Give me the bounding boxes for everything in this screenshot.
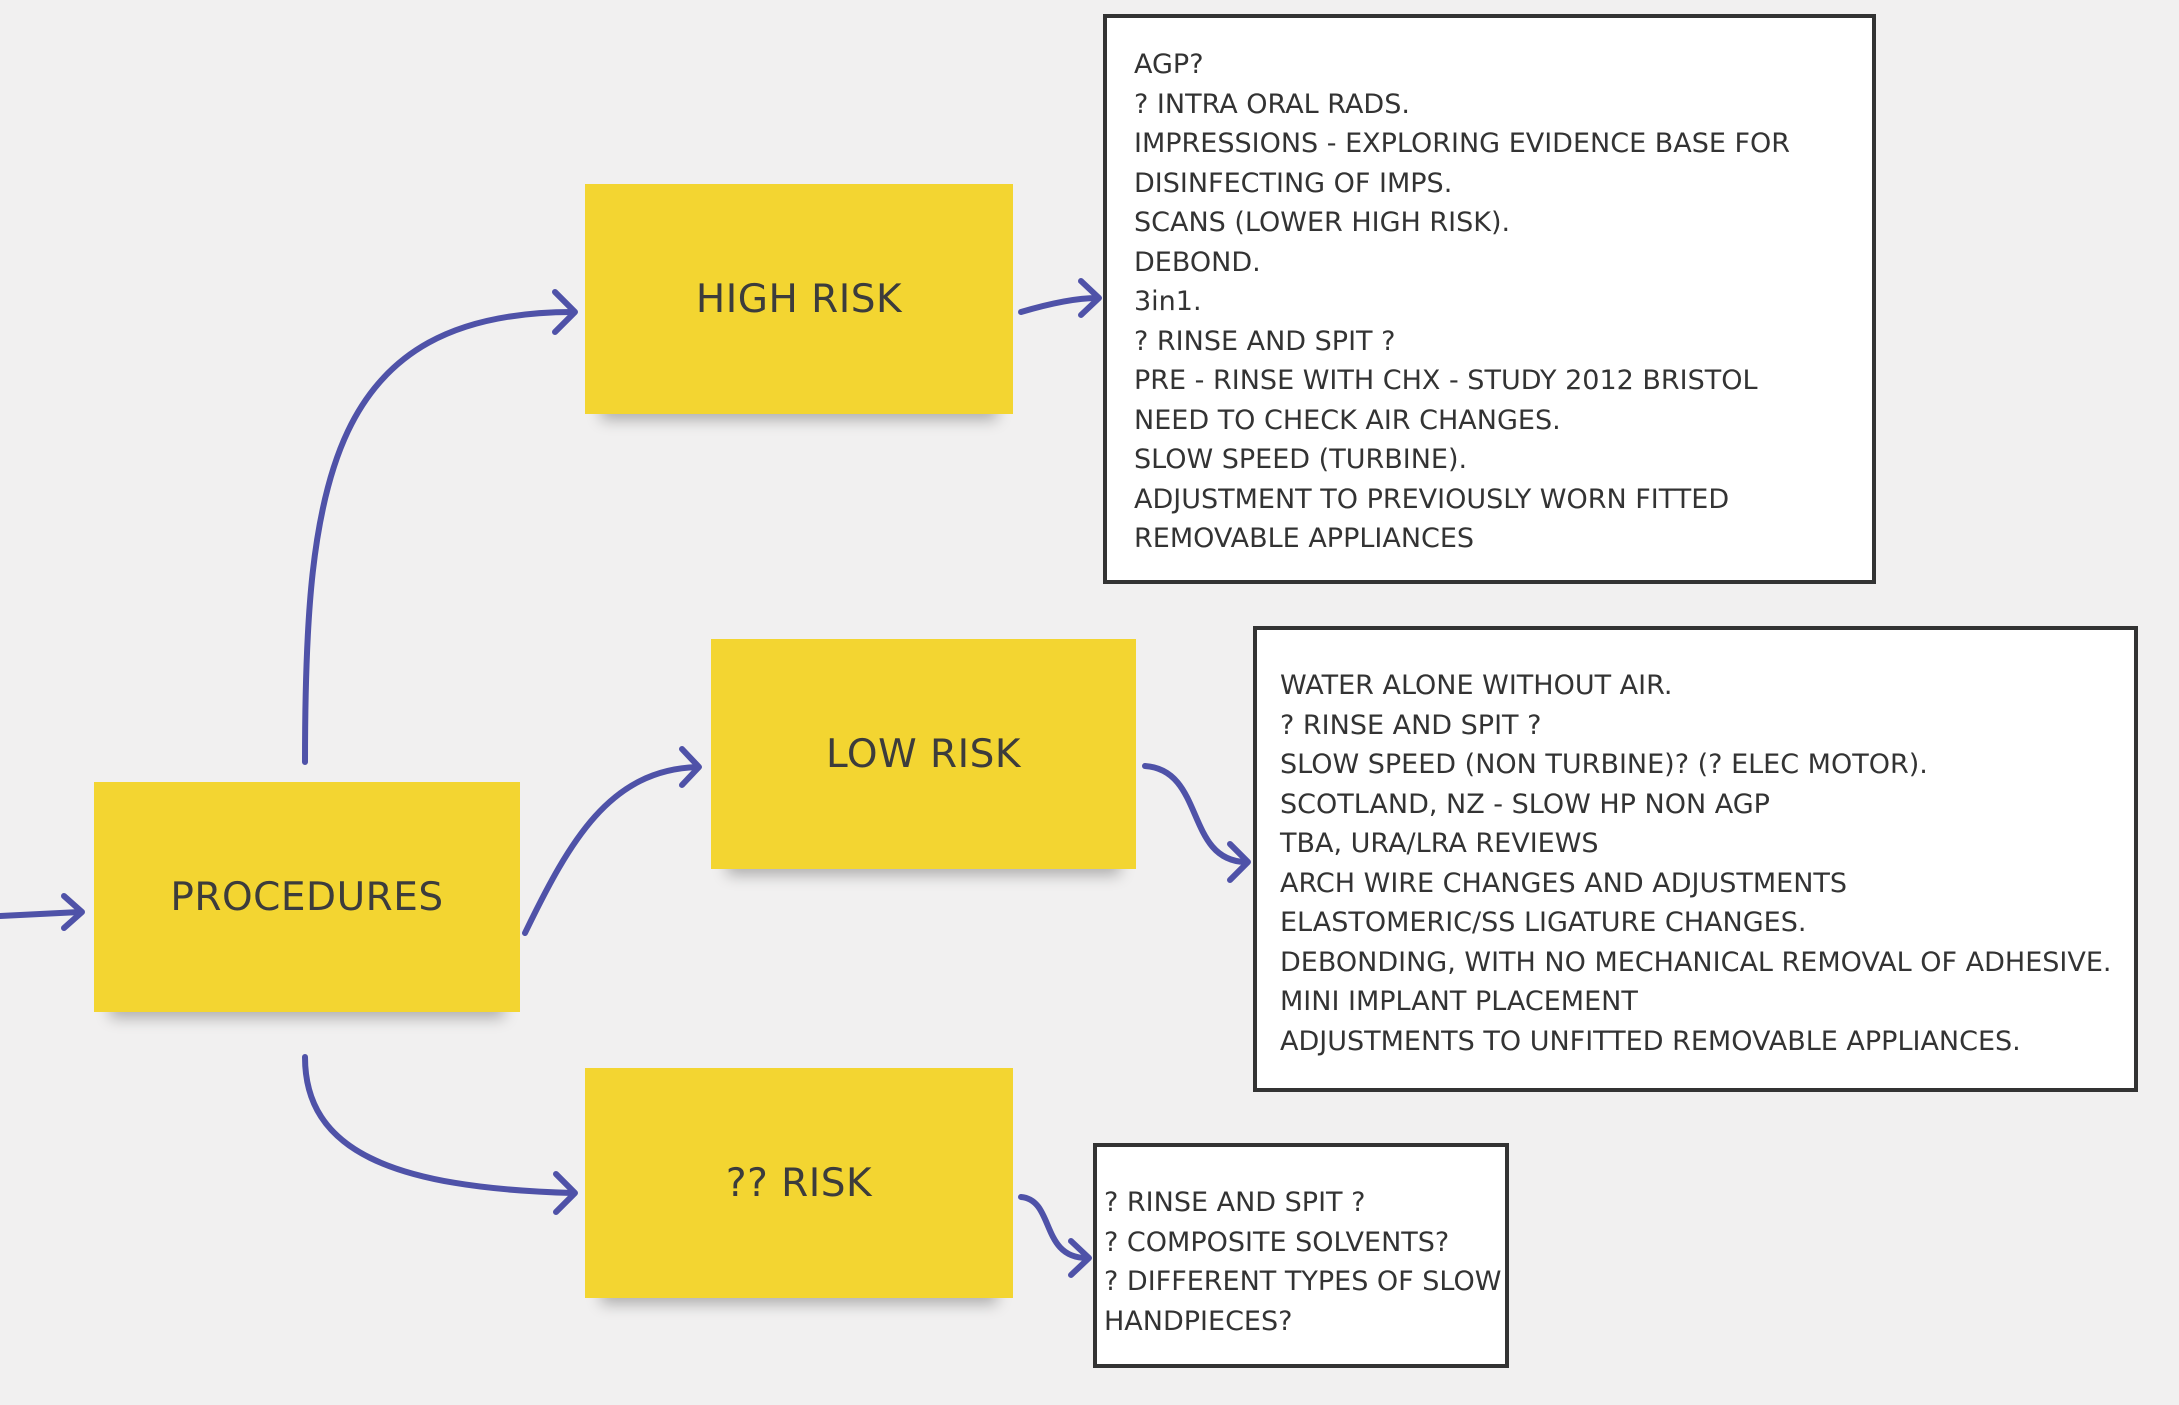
high-risk-label: HIGH RISK	[695, 276, 903, 322]
unknown-risk-notes-box[interactable]: ? RINSE AND SPIT ? ? COMPOSITE SOLVENTS?…	[1093, 1143, 1509, 1368]
note-line: WATER ALONE WITHOUT AIR.	[1280, 670, 1673, 701]
note-line: ? RINSE AND SPIT ?	[1134, 325, 1396, 357]
low-risk-notes-list: WATER ALONE WITHOUT AIR. ? RINSE AND SPI…	[1280, 666, 2134, 1061]
note-line: MINI IMPLANT PLACEMENT	[1280, 986, 1638, 1017]
high-risk-to-notes-arrowhead	[1078, 278, 1102, 318]
high-risk-sticky[interactable]: HIGH RISK	[585, 184, 1013, 414]
procedures-label: PROCEDURES	[170, 874, 444, 920]
note-line: DEBOND.	[1134, 246, 1261, 278]
note-line: ARCH WIRE CHANGES AND ADJUSTMENTS	[1280, 867, 1848, 899]
note-line: HANDPIECES?	[1104, 1305, 1293, 1337]
note-line: NEED TO CHECK AIR CHANGES.	[1134, 404, 1561, 436]
low-risk-notes-box[interactable]: WATER ALONE WITHOUT AIR. ? RINSE AND SPI…	[1253, 626, 2138, 1092]
note-line: ? INTRA ORAL RADS.	[1134, 88, 1410, 120]
note-line: PRE - RINSE WITH CHX - STUDY 2012 BRISTO…	[1134, 365, 1758, 396]
unknown-risk-to-notes-arrowhead	[1068, 1238, 1092, 1278]
low-risk-to-notes-arrowhead	[1227, 841, 1251, 883]
high-risk-notes-box[interactable]: AGP? ? INTRA ORAL RADS. IMPRESSIONS - EX…	[1103, 14, 1876, 584]
note-line: TBA, URA/LRA REVIEWS	[1280, 828, 1599, 859]
low-risk-to-notes-connector[interactable]	[1142, 763, 1248, 865]
incoming-arrowhead	[61, 893, 85, 931]
note-line: SCANS (LOWER HIGH RISK).	[1134, 207, 1511, 238]
note-line: AGP?	[1134, 49, 1204, 80]
incoming-connector[interactable]	[0, 909, 83, 919]
note-line: SLOW SPEED (NON TURBINE)? (? ELEC MOTOR)…	[1280, 749, 1928, 780]
procedures-to-high-risk-connector[interactable]	[302, 309, 576, 765]
procedures-to-unknown-risk-connector[interactable]	[302, 1054, 576, 1196]
procedures-to-low-risk-arrowhead	[679, 746, 702, 788]
note-line: ? RINSE AND SPIT ?	[1280, 709, 1542, 741]
unknown-risk-notes-list: ? RINSE AND SPIT ? ? COMPOSITE SOLVENTS?…	[1104, 1183, 1505, 1341]
unknown-risk-sticky[interactable]: ?? RISK	[585, 1068, 1013, 1298]
note-line: DEBONDING, WITH NO MECHANICAL REMOVAL OF…	[1280, 946, 2112, 978]
note-line: ? COMPOSITE SOLVENTS?	[1104, 1226, 1450, 1258]
low-risk-sticky[interactable]: LOW RISK	[711, 639, 1136, 869]
procedures-to-low-risk-connector[interactable]	[522, 764, 700, 936]
note-line: DISINFECTING OF IMPS.	[1134, 167, 1453, 199]
note-line: ? DIFFERENT TYPES OF SLOW	[1104, 1266, 1502, 1297]
note-line: ELASTOMERIC/SS LIGATURE CHANGES.	[1280, 907, 1807, 938]
procedures-to-unknown-risk-arrowhead	[553, 1171, 578, 1215]
note-line: REMOVABLE APPLIANCES	[1134, 523, 1475, 554]
note-line: IMPRESSIONS - EXPLORING EVIDENCE BASE FO…	[1134, 128, 1791, 159]
high-risk-notes-list: AGP? ? INTRA ORAL RADS. IMPRESSIONS - EX…	[1134, 45, 1872, 559]
low-risk-label: LOW RISK	[826, 731, 1021, 777]
unknown-risk-label: ?? RISK	[725, 1160, 873, 1206]
note-line: ADJUSTMENT TO PREVIOUSLY WORN FITTED	[1134, 483, 1730, 515]
note-line: ADJUSTMENTS TO UNFITTED REMOVABLE APPLIA…	[1280, 1025, 2021, 1057]
note-line: SCOTLAND, NZ - SLOW HP NON AGP	[1280, 788, 1770, 820]
note-line: 3in1.	[1134, 286, 1202, 317]
note-line: SLOW SPEED (TURBINE).	[1134, 444, 1468, 475]
note-line: ? RINSE AND SPIT ?	[1104, 1187, 1366, 1218]
procedures-sticky[interactable]: PROCEDURES	[94, 782, 520, 1012]
unknown-risk-to-notes-connector[interactable]	[1018, 1194, 1090, 1261]
high-risk-to-notes-connector[interactable]	[1018, 295, 1100, 315]
procedures-to-high-risk-arrowhead	[552, 289, 578, 335]
